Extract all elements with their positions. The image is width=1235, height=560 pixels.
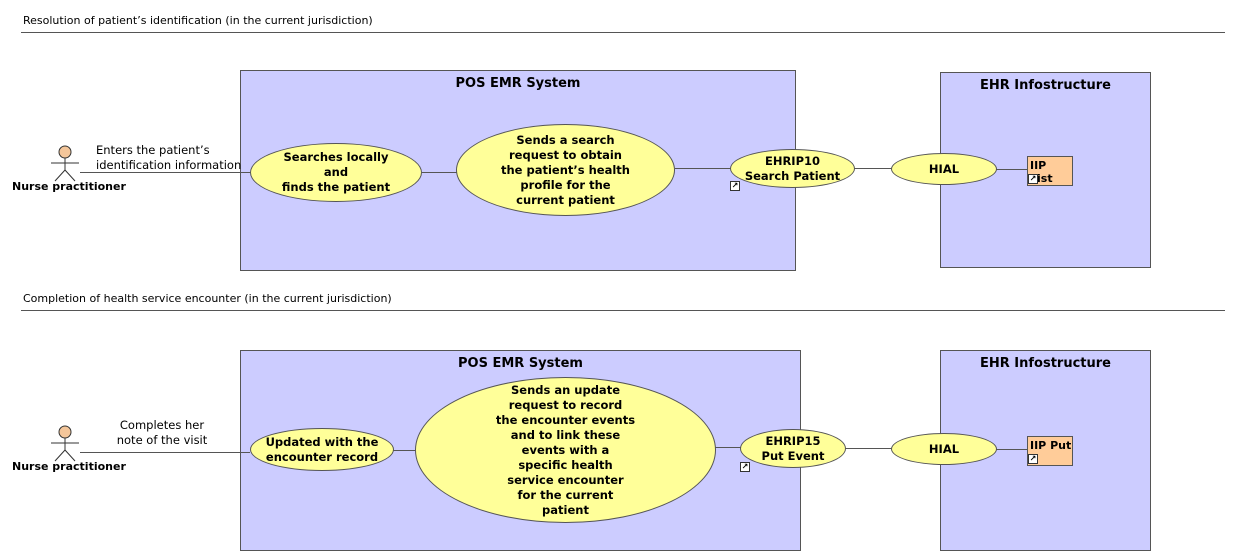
- connector-line: [675, 168, 731, 169]
- hial-node[interactable]: HIAL: [891, 153, 997, 185]
- connector-line: [80, 172, 251, 173]
- nurse-practitioner-actor[interactable]: [48, 425, 82, 467]
- section-title: Completion of health service encounter (…: [23, 292, 392, 305]
- ehr-infostructure-title: EHR Infostructure: [980, 356, 1111, 371]
- connector-line: [715, 447, 741, 448]
- section-title: Resolution of patient’s identification (…: [23, 14, 373, 27]
- interaction-ehrip15[interactable]: EHRIP15 Put Event: [740, 429, 846, 468]
- section-separator: [21, 310, 1225, 311]
- connector-line: [996, 449, 1028, 450]
- link-icon: ↗: [740, 462, 750, 472]
- edge-label: Completes her note of the visit: [116, 418, 208, 447]
- section-separator: [21, 32, 1225, 33]
- connector-line: [854, 168, 892, 169]
- connector-line: [80, 452, 250, 453]
- interaction-ehrip10[interactable]: EHRIP10 Search Patient: [730, 149, 855, 188]
- nurse-practitioner-actor[interactable]: [48, 145, 82, 187]
- use-case-searches-locally[interactable]: Searches locally and finds the patient: [250, 143, 422, 202]
- hial-node[interactable]: HIAL: [891, 433, 997, 465]
- connector-line: [393, 450, 416, 451]
- ehr-infostructure-title: EHR Infostructure: [980, 78, 1111, 93]
- pos-emr-system-title: POS EMR System: [455, 76, 581, 91]
- actor-label: Nurse practitioner: [12, 180, 126, 193]
- edge-label: Enters the patient’s identification info…: [96, 143, 242, 172]
- connector-line: [996, 169, 1028, 170]
- pos-emr-system-title: POS EMR System: [458, 356, 583, 371]
- use-case-updated-with-record[interactable]: Updated with the encounter record: [250, 428, 394, 471]
- link-icon: ↗: [1028, 454, 1038, 464]
- actor-label: Nurse practitioner: [12, 460, 126, 473]
- use-case-send-search-request[interactable]: Sends a search request to obtain the pat…: [456, 124, 675, 216]
- use-case-send-update-request[interactable]: Sends an update request to record the en…: [415, 377, 716, 523]
- connector-line: [845, 448, 892, 449]
- stick-figure-icon: [51, 425, 79, 462]
- stick-figure-icon: [51, 145, 79, 182]
- connector-line: [422, 172, 457, 173]
- link-icon: ↗: [1028, 174, 1038, 184]
- link-icon: ↗: [730, 181, 740, 191]
